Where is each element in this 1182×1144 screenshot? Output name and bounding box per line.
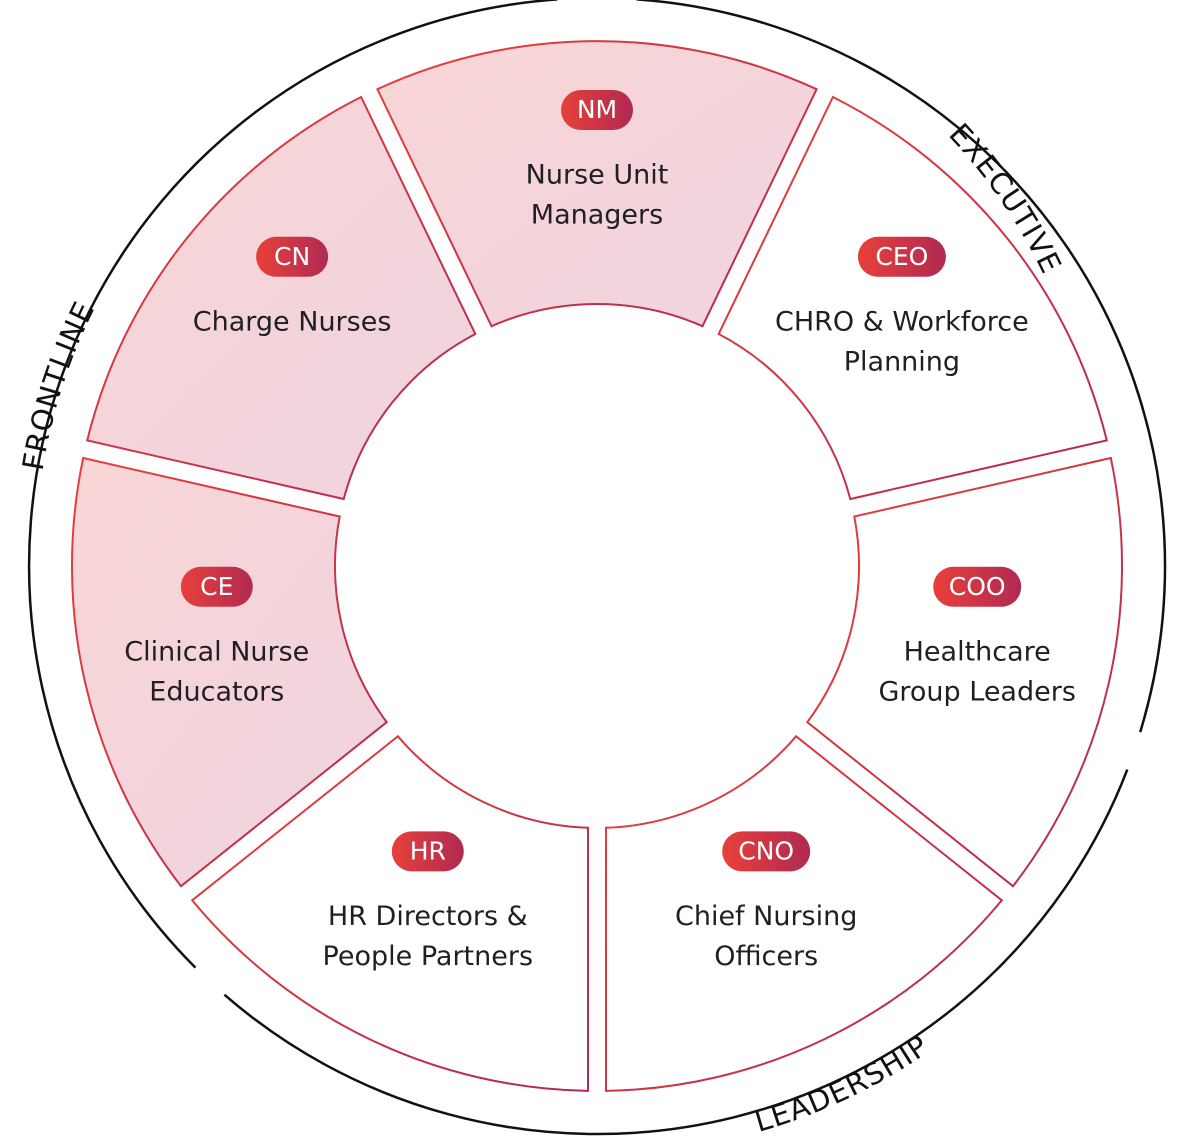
segment-hr-badge	[391, 831, 464, 872]
segment-ceo-shape	[717, 95, 1109, 501]
segment-hr-shape	[190, 734, 589, 1092]
segment-coo-shape	[805, 456, 1123, 888]
segment-coo-label-line-1: Healthcare	[904, 636, 1051, 667]
segment-nm-label-line-1: Nurse Unit	[526, 160, 669, 191]
outer-ring-arc-leadership	[223, 769, 1129, 1136]
segment-ce-label-line-1: Clinical Nurse	[124, 636, 309, 667]
segment-ceo-label-line-1: CHRO & Workforce	[775, 306, 1029, 337]
segment-nm-badge	[561, 90, 633, 130]
segment-coo-badge-text: COO	[949, 572, 1006, 601]
segment-cn-badge	[256, 236, 329, 277]
segment-cno-shape	[605, 734, 1004, 1092]
segment-ceo-label-line-2: Planning	[844, 346, 960, 377]
group-label-frontline: FRONTLINE	[16, 296, 102, 473]
segment-cn-shape	[85, 95, 477, 501]
segment-hr-badge-text: HR	[410, 836, 446, 865]
segment-nm-label-line-2: Managers	[531, 200, 663, 231]
segment-cno-badge	[722, 831, 811, 872]
segment-hr-label-line-2: People Partners	[323, 941, 533, 972]
segment-cn: CN Charge Nurses	[85, 95, 477, 501]
segment-cno-badge-text: CNO	[738, 836, 794, 865]
segment-cn-label-line-1: Charge Nurses	[193, 306, 392, 337]
segment-hr-label-line-1: HR Directors &	[328, 901, 528, 932]
segment-nm-badge-text: NM	[577, 95, 617, 124]
segment-ce-badge-text: CE	[200, 572, 233, 601]
segment-cno-label-line-1: Chief Nursing	[675, 901, 857, 932]
segment-ce-label-line-2: Educators	[149, 676, 284, 707]
segment-ce-badge	[180, 566, 253, 607]
segment-ceo-badge	[857, 236, 946, 277]
segment-cn-badge-text: CN	[274, 242, 310, 271]
segment-ceo-badge-text: CEO	[875, 242, 928, 271]
segment-coo-label-line-2: Group Leaders	[878, 676, 1075, 707]
outer-ring-arc-executive	[636, 0, 1167, 733]
outer-ring	[27, 0, 1167, 1136]
outer-ring-arc-frontline	[27, 0, 558, 969]
segment-ce-shape	[71, 456, 389, 888]
segment-coo-badge	[933, 566, 1022, 607]
group-label-frontline-text: FRONTLINE	[16, 296, 101, 473]
segment-cno-label-line-2: Officers	[714, 941, 818, 972]
segment-nm-shape	[376, 40, 818, 328]
segment-hr: HR HR Directors & People Partners	[190, 734, 589, 1092]
